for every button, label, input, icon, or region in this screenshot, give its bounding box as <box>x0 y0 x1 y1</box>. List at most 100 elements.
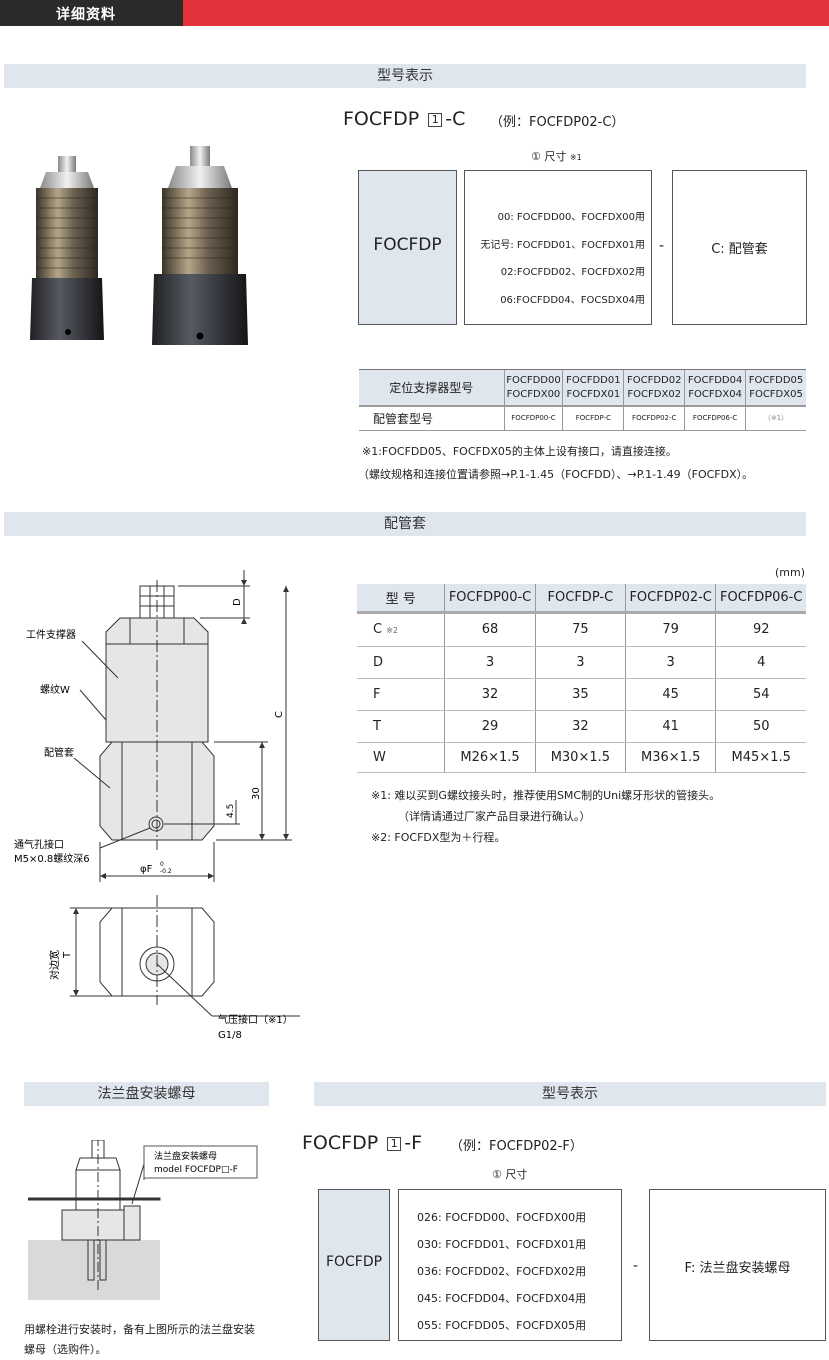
model-box: 1 <box>428 113 443 127</box>
model-dash-2: - <box>633 1258 639 1274</box>
table-note-1: ※1: 难以买到G螺纹接头时，推荐使用SMC制的Uni螺牙形状的管接头。 <box>371 789 721 802</box>
table-header-cell: FOCFDP00-C <box>444 584 536 613</box>
size-option: 055: FOCFDD05、FOCFDX05用 <box>417 1319 587 1332</box>
table-cell: FOCFDD02 <box>627 374 682 386</box>
model-prefix-box: FOCFDP <box>358 170 457 325</box>
table-cell: 4 <box>715 646 806 679</box>
section-sleeve-bar: 配管套 <box>4 512 806 536</box>
label-thread: 螺纹W <box>40 683 70 696</box>
table-cell: FOCFDD00 <box>506 374 561 386</box>
table-cell: FOCFDD01 <box>566 374 621 386</box>
table-cell: 32 <box>444 678 536 711</box>
label-across-flats: 对边宽 <box>48 950 61 980</box>
table-cell: 79 <box>624 612 716 647</box>
table-row: C ※2 68 75 79 92 <box>357 612 806 647</box>
table-cell: 29 <box>444 710 536 743</box>
table-header-cell: 配管套型号 <box>359 406 505 431</box>
size-option: 06:FOCFDD04、FOCSDX04用 <box>500 294 645 306</box>
unit-label: (mm) <box>775 566 806 579</box>
size-option: 036: FOCFDD02、FOCFDX02用 <box>417 1265 587 1278</box>
model-code: FOCFDP 1-C <box>343 108 465 130</box>
technical-drawing: 工件支撑器 螺纹W 配管套 通气孔接口 M5×0.8螺纹深6 D C 30 4.… <box>14 570 300 1041</box>
header-title: 详细资料 <box>56 7 116 23</box>
table-cell: 3 <box>624 646 716 679</box>
table-cell: 45 <box>624 678 716 711</box>
model-suffix: -F <box>404 1132 423 1154</box>
table-cell: 50 <box>715 710 806 743</box>
table-cell: M26×1.5 <box>444 742 536 773</box>
table-note-2: （详情请通过厂家产品目录进行确认。） <box>398 810 591 823</box>
size-option: 00: FOCFDD00、FOCFDX00用 <box>497 212 645 223</box>
table-header-cell: FOCFDP-C <box>534 584 626 613</box>
model-prefix-box-2: FOCFDP <box>318 1189 390 1341</box>
dim-c: C <box>274 711 285 718</box>
label-vent-spec: M5×0.8螺纹深6 <box>14 852 90 865</box>
dim-30: 30 <box>251 787 262 800</box>
table-note-3: ※2: FOCFDX型为＋行程。 <box>371 831 506 844</box>
table-row: W M26×1.5 M30×1.5 M36×1.5 M45×1.5 <box>357 742 806 773</box>
label-support: 工件支撑器 <box>26 628 76 641</box>
table-cell: 35 <box>534 678 626 711</box>
option-f-box: F: 法兰盘安装螺母 <box>649 1189 826 1341</box>
dim-f-tol-top: 0 <box>160 861 164 868</box>
model-code-2: FOCFDP 1-F <box>302 1132 422 1154</box>
table-cell: FOCFDP-C <box>562 406 624 431</box>
size-label-2: ① 尺寸 <box>492 1168 528 1181</box>
model-example-2: （例：FOCFDP02-F） <box>450 1139 583 1154</box>
section-model-bar-2: 型号表示 <box>314 1082 826 1106</box>
size-option: 无记号: FOCFDD01、FOCFDX01用 <box>480 239 645 251</box>
table-cell: 92 <box>715 612 806 647</box>
row-label: C <box>373 622 383 637</box>
flange-note: 用螺栓进行安装时，备有上图所示的法兰盘安装 螺母（选购件）。 <box>24 1323 255 1356</box>
size-option: 045: FOCFDD04、FOCFDX04用 <box>417 1292 587 1305</box>
product-photo <box>30 146 248 345</box>
table-cell: FOCFDP00-C <box>503 406 563 431</box>
label-sleeve: 配管套 <box>44 746 74 759</box>
size-option: 02:FOCFDD02、FOCFDX02用 <box>500 267 645 278</box>
table-cell: FOCFDD05 <box>748 374 804 386</box>
model-box: 1 <box>387 1137 402 1151</box>
table-row: T 29 32 41 50 <box>357 710 806 743</box>
table-row: D 3 3 3 4 <box>357 646 806 679</box>
flange-callout-title: 法兰盘安装螺母 <box>154 1150 217 1162</box>
table-cell: M30×1.5 <box>534 742 626 773</box>
flange-nut-drawing: 法兰盘安装螺母 model FOCFDP□-F <box>28 1140 258 1300</box>
dim-f-tol-bottom: -0.2 <box>160 868 172 875</box>
row-label: D <box>357 646 445 679</box>
note-2: （螺纹规格和连接位置请参照→P.1-1.45（FOCFDD）、→P.1-1.49… <box>358 468 754 481</box>
dimension-table: 型 号 FOCFDP00-C FOCFDP-C FOCFDP02-C FOCFD… <box>357 584 806 773</box>
dim-f: φF <box>140 864 153 875</box>
row-label: W <box>357 742 445 773</box>
model-suffix: -C <box>445 108 466 130</box>
header-bar-right <box>183 0 829 26</box>
table-cell: 41 <box>624 710 716 743</box>
dim-d: D <box>232 598 243 606</box>
table-cell: FOCFDD04 <box>687 374 743 386</box>
table-cell: FOCFDX02 <box>627 388 682 400</box>
table-cell: 68 <box>444 612 536 647</box>
label-vent: 通气孔接口 <box>14 838 64 851</box>
table-cell: FOCFDX01 <box>566 388 621 400</box>
model-example: （例：FOCFDP02-C） <box>490 115 625 130</box>
model-dash: - <box>659 238 665 254</box>
table-cell: FOCFDP06-C <box>684 406 746 431</box>
size-option: 030: FOCFDD01、FOCFDX01用 <box>417 1238 587 1251</box>
model-prefix: FOCFDP <box>302 1132 379 1154</box>
table-header-cell: FOCFDP06-C <box>715 584 806 613</box>
table-cell: FOCFDX00 <box>506 388 561 400</box>
label-air-thread: G1/8 <box>218 1030 242 1041</box>
size-options-box: 00: FOCFDD00、FOCFDX00用 无记号: FOCFDD01、FOC… <box>464 170 652 325</box>
table-cell: M36×1.5 <box>624 742 716 773</box>
note-1: ※1:FOCFDD05、FOCFDX05的主体上设有接口，请直接连接。 <box>362 445 677 458</box>
row-label: T <box>357 710 445 743</box>
table-header-cell: FOCFDP02-C <box>624 584 716 613</box>
table-cell: 3 <box>444 646 536 679</box>
option-c-box: C: 配管套 <box>672 170 807 325</box>
size-option: 026: FOCFDD00、FOCFDX00用 <box>417 1211 587 1224</box>
size-label: ① 尺寸 ※1 <box>531 150 582 163</box>
table-cell: FOCFDX05 <box>749 388 803 400</box>
label-air-port: 气压接口（※1） <box>218 1013 293 1026</box>
model-prefix: FOCFDP <box>343 108 420 130</box>
flange-callout-model: model FOCFDP□-F <box>154 1165 238 1175</box>
